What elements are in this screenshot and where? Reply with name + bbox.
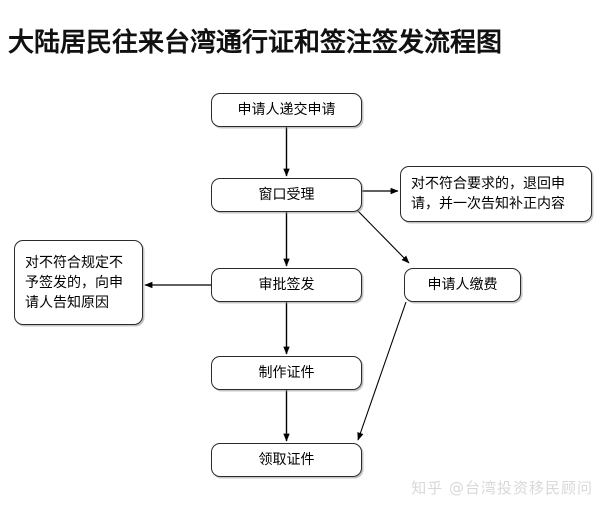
node-return-application-notice[interactable]: 对不符合要求的，退回申 请，并一次告知补正内容: [400, 166, 592, 222]
node-produce-document[interactable]: 制作证件: [211, 356, 362, 390]
node-no-issue-reason-notice-label: 对不符合规定不 予签发的，向申 请人告知原因: [25, 253, 132, 313]
node-applicant-payment[interactable]: 申请人缴费: [404, 268, 521, 302]
node-return-application-notice-label: 对不符合要求的，退回申 请，并一次告知补正内容: [411, 174, 581, 214]
watermark: 知乎 @台湾投资移民顾问: [411, 479, 593, 497]
node-produce-document-label: 制作证件: [258, 365, 315, 381]
node-return-application-notice-line1: 对不符合要求的，退回申: [411, 176, 565, 192]
node-no-issue-reason-notice-line1: 对不符合规定不: [25, 254, 123, 271]
edge-accept-to-pay: [356, 209, 410, 264]
page-title: 大陆居民往来台湾通行证和签注签发流程图: [8, 28, 503, 58]
node-no-issue-reason-notice-line2: 予签发的，向申: [25, 274, 123, 291]
node-return-application-notice-line2: 请，并一次告知补正内容: [411, 196, 565, 212]
node-no-issue-reason-notice-line3: 请人告知原因: [25, 294, 109, 311]
node-window-acceptance-label: 窗口受理: [258, 187, 315, 203]
node-window-acceptance[interactable]: 窗口受理: [211, 178, 362, 212]
node-applicant-payment-label: 申请人缴费: [427, 277, 498, 293]
node-submit-application-label: 申请人递交申请: [237, 102, 336, 118]
node-no-issue-reason-notice[interactable]: 对不符合规定不 予签发的，向申 请人告知原因: [14, 240, 143, 325]
node-approval-issuance-label: 审批签发: [258, 277, 315, 293]
node-approval-issuance[interactable]: 审批签发: [211, 268, 362, 302]
edge-pay-to-collect: [357, 301, 407, 441]
node-submit-application[interactable]: 申请人递交申请: [211, 93, 362, 127]
node-collect-document-label: 领取证件: [258, 452, 315, 468]
node-collect-document[interactable]: 领取证件: [211, 443, 362, 477]
